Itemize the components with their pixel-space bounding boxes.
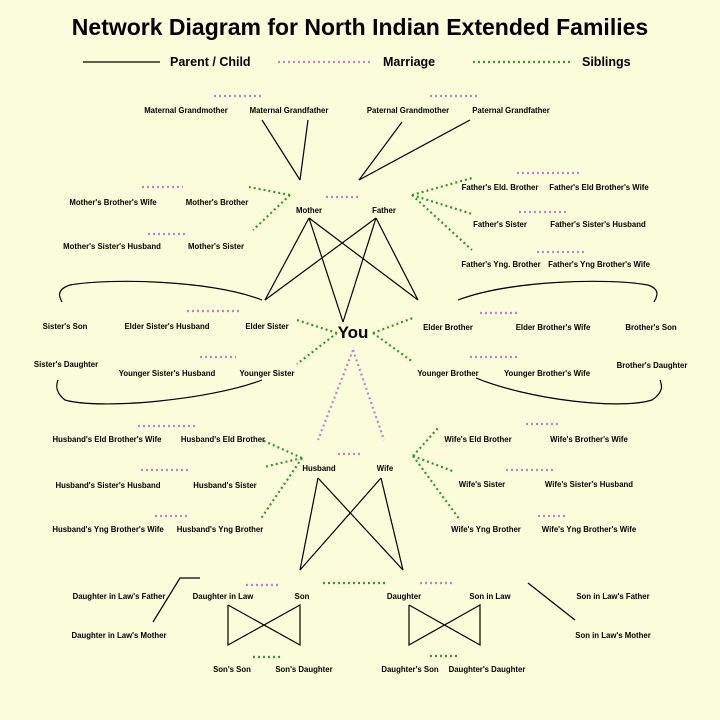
node-fathers-yng-brother: Father's Yng. Brother [461,260,541,270]
node-daughters-daughter: Daughter's Daughter [448,665,526,675]
node-you: You [337,323,369,342]
node-younger-sister: Younger Sister [239,369,295,379]
legend-siblings-label: Siblings [582,55,631,69]
node-wifes-yng-brothers-wife: Wife's Yng Brother's Wife [541,525,637,535]
node-son-in-laws-mother: Son in Law's Mother [575,631,651,641]
node-fathers-sister: Father's Sister [473,220,527,230]
node-wifes-eld-brother: Wife's Eld Brother [444,435,512,445]
node-sisters-son: Sister's Son [42,322,88,332]
node-mothers-brother: Mother's Brother [185,198,249,208]
node-elder-sisters-husband: Elder Sister's Husband [124,322,210,332]
node-elder-sister: Elder Sister [245,322,289,332]
node-wifes-yng-brother: Wife's Yng Brother [451,525,521,535]
node-husbands-eld-brother: Husband's Eld Brother [180,435,266,445]
node-younger-sisters-husband: Younger Sister's Husband [118,369,216,379]
sibling-lines [248,176,473,659]
node-younger-brothers-wife: Younger Brother's Wife [503,369,591,379]
node-daughter-in-laws-mother: Daughter in Law's Mother [71,631,167,641]
legend-marriage-label: Marriage [383,55,436,69]
node-brothers-son: Brother's Son [625,323,677,333]
node-father: Father [372,206,396,216]
node-sons-daughter: Son's Daughter [275,665,333,675]
node-younger-brother: Younger Brother [417,369,479,379]
node-paternal-grandmother: Paternal Grandmother [366,106,450,116]
node-son-in-law: Son in Law [469,592,511,602]
node-husband: Husband [302,464,336,474]
node-mothers-sister: Mother's Sister [187,242,245,252]
node-fathers-sisters-husband: Father's Sister's Husband [550,220,646,230]
node-elder-brother: Elder Brother [423,323,473,333]
node-wifes-brothers-wife: Wife's Brother's Wife [550,435,628,445]
node-sons-son: Son's Son [213,665,251,675]
node-fathers-eld-brothers-wife: Father's Eld Brother's Wife [549,183,649,193]
node-brothers-daughter: Brother's Daughter [616,361,688,371]
node-wife: Wife [376,464,394,474]
node-sisters-daughter: Sister's Daughter [33,360,99,370]
node-husbands-yng-brothers-wife: Husband's Yng Brother's Wife [52,525,164,535]
parent-child-lines [56,119,663,647]
node-husbands-sisters-husband: Husband's Sister's Husband [55,481,161,491]
node-daughter-in-law: Daughter in Law [192,592,254,602]
node-elder-brothers-wife: Elder Brother's Wife [515,323,591,333]
node-wifes-sisters-husband: Wife's Sister's Husband [544,480,634,490]
node-wifes-sister: Wife's Sister [458,480,506,490]
diagram-title: Network Diagram for North Indian Extende… [71,14,649,40]
node-fathers-eld-brother: Father's Eld. Brother [461,183,539,193]
node-son-in-laws-father: Son in Law's Father [576,592,650,602]
node-maternal-grandfather: Maternal Grandfather [249,106,329,116]
node-husbands-yng-brother: Husband's Yng Brother [176,525,264,535]
marriage-lines [138,94,584,587]
node-mothers-sisters-husband: Mother's Sister's Husband [63,242,161,252]
node-daughters-son: Daughter's Son [381,665,439,675]
node-husbands-sister: Husband's Sister [193,481,257,491]
node-daughter-in-laws-father: Daughter in Law's Father [72,592,166,602]
node-fathers-yng-brothers-wife: Father's Yng Brother's Wife [548,260,650,270]
node-mothers-brothers-wife: Mother's Brother's Wife [69,198,157,208]
node-son: Son [294,592,310,602]
legend-parent-child-label: Parent / Child [170,55,251,69]
node-husbands-eld-brothers-wife: Husband's Eld Brother's Wife [52,435,162,445]
node-daughter: Daughter [386,592,422,602]
node-mother: Mother [296,206,322,216]
node-maternal-grandmother: Maternal Grandmother [144,106,228,116]
node-paternal-grandfather: Paternal Grandfather [472,106,550,116]
